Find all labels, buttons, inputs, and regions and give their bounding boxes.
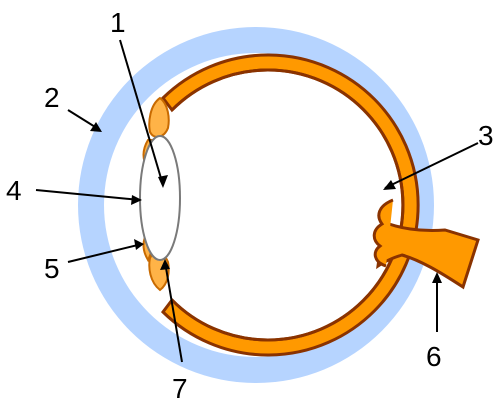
optic-nerve-shape	[376, 219, 480, 290]
outer-blue-ring-inner	[104, 53, 408, 357]
optic-disc-bump	[372, 198, 394, 268]
arrowhead-1	[158, 175, 168, 188]
callout-numbers: 1 2 3 4 5 6 7	[6, 7, 494, 403]
arrowhead-7	[160, 259, 170, 270]
optic-nerve	[372, 198, 480, 290]
callout-number-3: 3	[478, 120, 494, 151]
lens	[139, 135, 181, 261]
arrowhead-2	[90, 122, 102, 132]
arrowheads	[90, 122, 442, 283]
orange-wall	[161, 53, 420, 357]
pointer-line-5	[67, 243, 143, 263]
callout-number-6: 6	[426, 341, 442, 372]
callout-number-5: 5	[44, 253, 60, 284]
pointer-line-3	[384, 142, 479, 189]
callout-number-7: 7	[172, 373, 188, 403]
pointer-line-7	[164, 261, 183, 363]
arrowhead-3	[383, 180, 396, 190]
pointer-line-4	[35, 189, 141, 201]
arrowhead-6	[432, 272, 442, 283]
callout-number-4: 4	[6, 175, 22, 206]
callout-number-1: 1	[110, 7, 126, 38]
arrowhead-4	[131, 195, 142, 205]
callout-number-2: 2	[44, 82, 60, 113]
arrowhead-5	[134, 239, 144, 250]
orange-wall-inner-line	[170, 68, 405, 342]
pointer-line-1	[119, 39, 164, 186]
